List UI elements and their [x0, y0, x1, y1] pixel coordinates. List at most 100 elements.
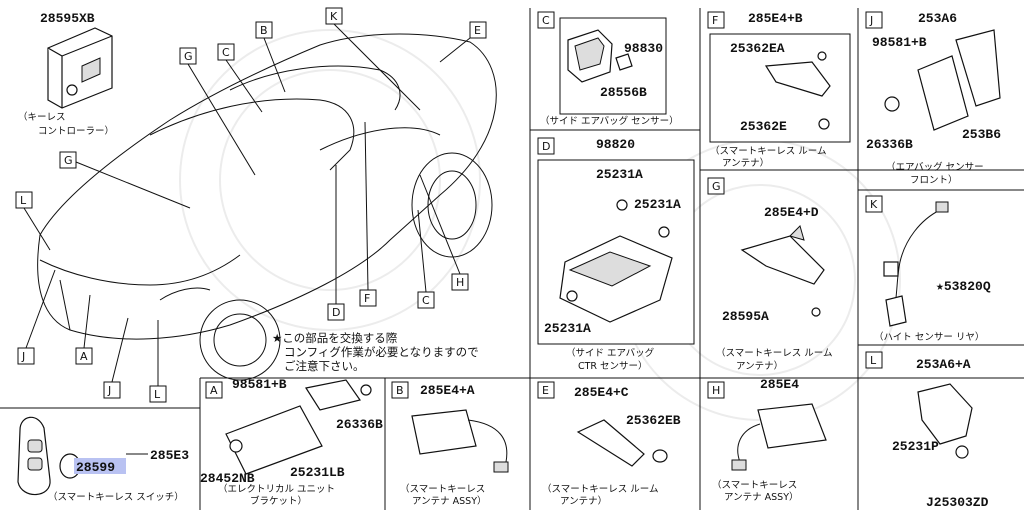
part-label-98830[interactable]: 98830	[624, 41, 663, 56]
caption-A-2: ブラケット）	[250, 495, 307, 507]
panel-letter-C: C	[537, 11, 555, 29]
part-label-285e4[interactable]: 285E4	[760, 377, 799, 392]
diagram-code: J25303ZD	[926, 495, 989, 510]
part-label-98581-b-a[interactable]: 98581+B	[232, 377, 287, 392]
part-label-285e4-c[interactable]: 285E4+C	[574, 385, 629, 400]
panel-letter-G: G	[707, 177, 725, 195]
callout-B[interactable]: B	[255, 21, 273, 39]
panel-letter-D: D	[537, 137, 555, 155]
part-label-98581-b[interactable]: 98581+B	[872, 35, 927, 50]
part-label-25231lb[interactable]: 25231LB	[290, 465, 345, 480]
panel-G: G 285E4+D 28595A （スマートキーレス ルーム アンテナ）	[707, 177, 832, 372]
svg-text:C: C	[222, 46, 230, 59]
svg-text:B: B	[396, 384, 404, 397]
svg-text:E: E	[474, 24, 481, 37]
part-label-28595xb[interactable]: 28595XB	[40, 11, 95, 26]
note-line-1: ★この部品を交換する際	[272, 331, 398, 345]
side-airbag-sensor-drawing	[567, 29, 633, 83]
caption-K: （ハイト センサー リヤ）	[874, 331, 984, 343]
caption-E-1: （スマートキーレス ルーム	[542, 483, 658, 495]
part-label-98820[interactable]: 98820	[596, 137, 635, 152]
caption-F-2: アンテナ）	[722, 157, 769, 169]
svg-text:K: K	[330, 10, 338, 23]
callout-A[interactable]: A	[75, 347, 93, 365]
room-antenna-G-drawing	[740, 225, 825, 317]
part-label-285e4-d[interactable]: 285E4+D	[764, 205, 819, 220]
part-label-25231p[interactable]: 25231P	[892, 439, 939, 454]
svg-text:H: H	[712, 384, 720, 397]
part-label-28556b[interactable]: 28556B	[600, 85, 647, 100]
svg-text:G: G	[64, 154, 73, 167]
callout-J[interactable]: J	[103, 381, 121, 399]
car-outline-drawing	[37, 33, 497, 381]
panel-letter-L: L	[865, 351, 883, 369]
part-label-253b6[interactable]: 253B6	[962, 127, 1001, 142]
callout-L[interactable]: L	[15, 191, 33, 209]
panel-letter-E: E	[537, 381, 555, 399]
svg-text:A: A	[80, 350, 88, 363]
callout-E[interactable]: E	[469, 21, 487, 39]
part-label-28595a[interactable]: 28595A	[722, 309, 769, 324]
part-label-285e3[interactable]: 285E3	[150, 448, 189, 463]
svg-text:J: J	[21, 350, 25, 363]
part-label-26336b-a[interactable]: 26336B	[336, 417, 383, 432]
part-label-25231a-3[interactable]: 25231A	[544, 321, 591, 336]
caption-D-2: CTR センサー）	[578, 360, 648, 372]
smart-key-fob-drawing	[17, 416, 81, 496]
part-label-285e4-a[interactable]: 285E4+A	[420, 383, 475, 398]
part-label-53820q[interactable]: ★53820Q	[936, 279, 991, 294]
callout-H[interactable]: H	[451, 273, 469, 291]
callout-C[interactable]: C	[417, 291, 435, 309]
caption-keyless-1: （キーレス	[18, 111, 66, 123]
callout-C[interactable]: C	[217, 43, 235, 61]
part-label-285e4-b[interactable]: 285E4+B	[748, 11, 803, 26]
callout-L[interactable]: L	[149, 385, 167, 403]
part-label-28599[interactable]: 28599	[76, 460, 115, 475]
caption-H-1: （スマートキーレス	[712, 479, 797, 491]
caption-J-2: フロント）	[910, 174, 958, 186]
callout-G[interactable]: G	[179, 47, 197, 65]
svg-text:L: L	[20, 194, 27, 207]
callout-G[interactable]: G	[59, 151, 77, 169]
panel-K: K ★53820Q （ハイト センサー リヤ）	[865, 195, 991, 343]
callout-K[interactable]: K	[325, 7, 343, 25]
svg-text:J: J	[107, 384, 111, 397]
caption-D-1: （サイド エアバッグ	[566, 347, 655, 359]
caption-H-2: アンテナ ASSY）	[724, 491, 799, 503]
callout-F[interactable]: F	[359, 289, 377, 307]
bracket-L-drawing	[917, 383, 973, 459]
callout-J[interactable]: J	[17, 347, 35, 365]
caption-C: （サイド エアバッグ センサー）	[540, 115, 679, 127]
svg-text:J: J	[869, 14, 873, 27]
panel-C: C 98830 28556B （サイド エアバッグ センサー）	[537, 11, 679, 127]
caption-B-1: （スマートキーレス	[400, 483, 485, 495]
switch-panel: 28599 285E3 （スマートキーレス スイッチ）	[17, 416, 189, 503]
svg-text:H: H	[456, 276, 464, 289]
part-label-28452nb[interactable]: 28452NB	[200, 471, 255, 486]
electrical-unit-bracket-drawing	[225, 379, 372, 475]
part-label-25362e[interactable]: 25362E	[740, 119, 787, 134]
part-label-26336b-j[interactable]: 26336B	[866, 137, 913, 152]
caption-E-2: アンテナ）	[560, 495, 607, 507]
room-antenna-F-drawing	[764, 51, 831, 130]
svg-text:D: D	[332, 306, 340, 319]
part-label-25362ea[interactable]: 25362EA	[730, 41, 785, 56]
part-label-253a6[interactable]: 253A6	[918, 11, 957, 26]
svg-text:A: A	[210, 384, 218, 397]
part-label-25231a-2[interactable]: 25231A	[634, 197, 681, 212]
svg-text:G: G	[712, 180, 721, 193]
part-label-25362eb[interactable]: 25362EB	[626, 413, 681, 428]
part-label-253a6-a[interactable]: 253A6+A	[916, 357, 971, 372]
panel-B: B 285E4+A （スマートキーレス アンテナ ASSY）	[391, 381, 509, 507]
svg-text:L: L	[154, 388, 161, 401]
antenna-assy-H-drawing	[731, 403, 827, 471]
svg-text:D: D	[542, 140, 550, 153]
svg-text:F: F	[364, 292, 370, 305]
svg-text:E: E	[542, 384, 549, 397]
height-sensor-drawing	[883, 201, 949, 327]
caption-B-2: アンテナ ASSY）	[412, 495, 487, 507]
callout-D[interactable]: D	[327, 303, 345, 321]
part-label-25231a-1[interactable]: 25231A	[596, 167, 643, 182]
panel-letter-K: K	[865, 195, 883, 213]
panel-J: J 253A6 98581+B 26336B 253B6 （エアバッグ センサー…	[865, 11, 1001, 186]
